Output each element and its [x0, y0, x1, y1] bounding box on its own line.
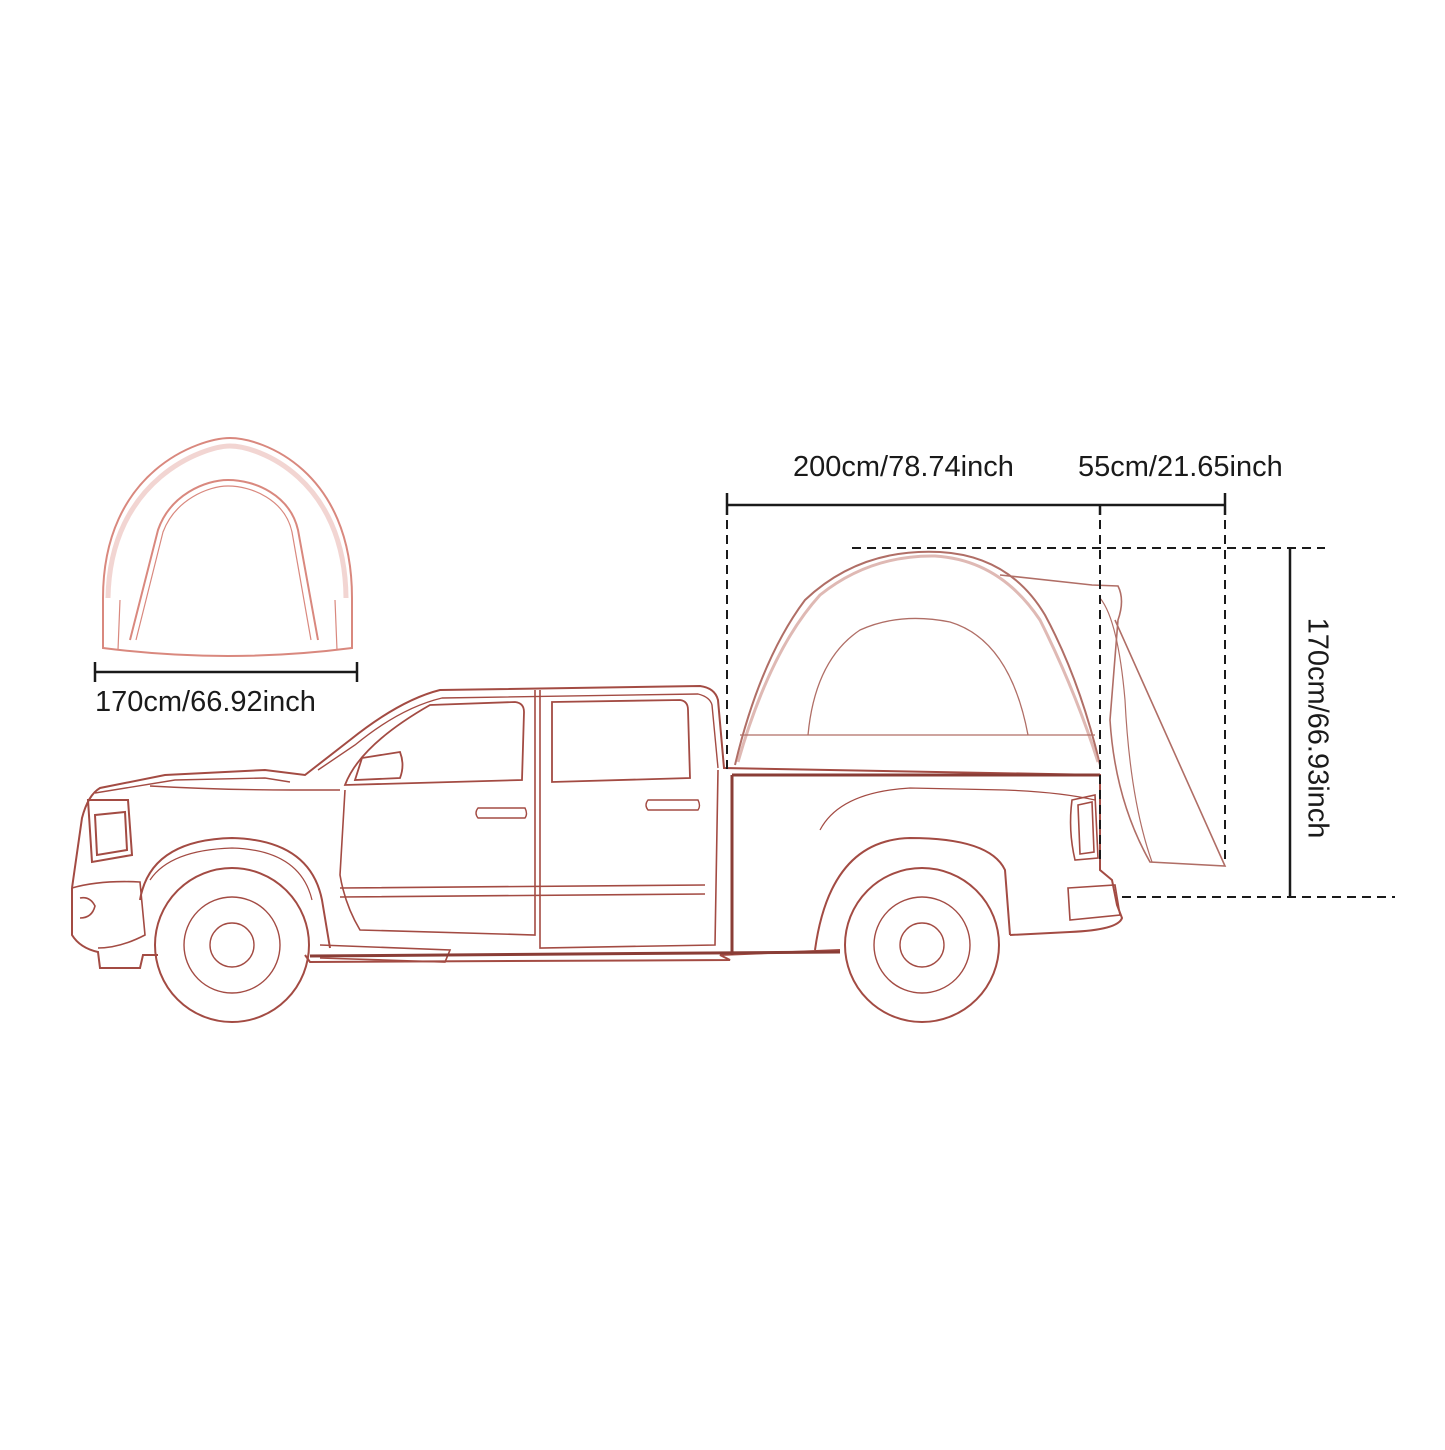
rear-fender-line	[819, 787, 1096, 831]
rear-door	[539, 690, 719, 949]
running-board	[319, 944, 452, 963]
truck-bumper	[71, 880, 146, 949]
chassis-line	[309, 950, 841, 958]
truck-grille	[86, 799, 134, 864]
tent-front-base	[102, 598, 353, 657]
tent-tail-flap	[999, 574, 1227, 867]
tent-side-pole	[736, 554, 1100, 763]
side-mirror	[353, 750, 404, 781]
bed-length-label: 200cm/78.74inch	[793, 451, 1014, 483]
tent-front-lower-sides	[117, 599, 338, 651]
tent-front-door-inner	[135, 485, 312, 641]
rear-wheel-arch	[814, 836, 1011, 951]
front-door	[339, 690, 536, 936]
pickup-truck	[71, 684, 1124, 969]
front-wheel	[154, 867, 310, 1023]
rear-bumper	[1067, 884, 1121, 921]
truck-roof-inner	[317, 693, 719, 771]
truck-body-outline	[71, 684, 1124, 969]
rear-window	[551, 699, 691, 783]
tent-front-outer-arch	[102, 436, 353, 599]
bed-tent-dimensions	[725, 493, 1395, 898]
tail-light	[1069, 794, 1099, 861]
body-side-trim	[339, 884, 706, 898]
tent-side-outer-dome	[734, 550, 1101, 766]
tail-extension-label: 55cm/21.65inch	[1078, 451, 1283, 483]
front-wheel-arch	[139, 836, 331, 949]
rear-door-handle	[645, 799, 701, 811]
tent-side-view	[734, 550, 1227, 867]
tent-front-door-arch	[129, 478, 319, 641]
rear-wheel	[844, 867, 1000, 1023]
front-window	[343, 701, 525, 786]
height-label: 170cm/66.93inch	[1301, 617, 1334, 839]
tent-front-view	[102, 436, 353, 657]
front-width-label: 170cm/66.92inch	[95, 686, 316, 718]
tent-tail-flap-inner	[1099, 597, 1153, 863]
front-width-dimension	[93, 662, 359, 682]
front-door-handle	[475, 807, 528, 819]
front-fender-line	[149, 847, 313, 901]
tent-side-window	[807, 617, 1029, 736]
truck-hood	[94, 777, 340, 794]
tent-front-outer-arch-shade	[105, 443, 349, 599]
